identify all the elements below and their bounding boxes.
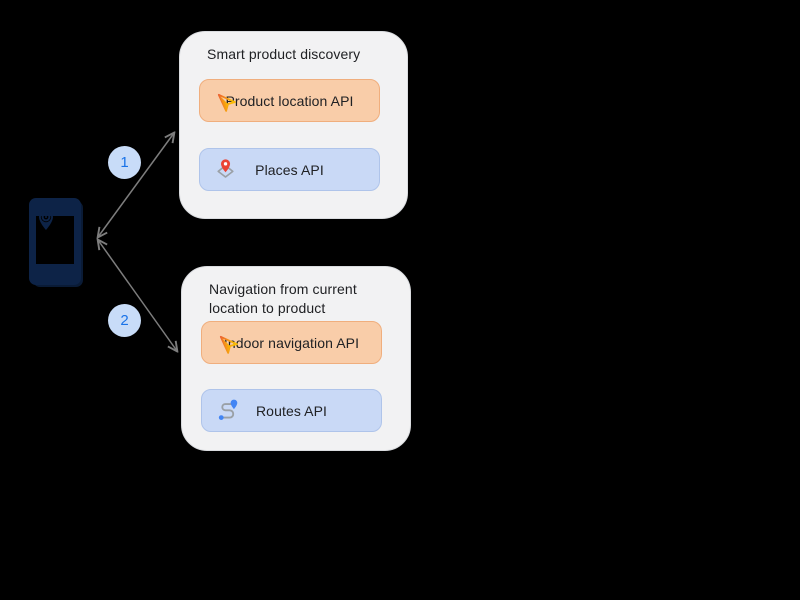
card-title: Navigation from current location to prod…	[209, 281, 357, 317]
navigation-arrow-icon	[212, 88, 238, 114]
chip-label: Routes API	[255, 402, 328, 419]
chip-product-location-api: Product location API	[199, 79, 380, 122]
chip-places-api: Places API	[199, 148, 380, 191]
arrow-to-discovery	[98, 133, 174, 237]
card-navigation-to-product: Navigation from current location to prod…	[181, 266, 411, 451]
step-badge-1: 1	[108, 146, 141, 179]
navigation-arrow-icon	[214, 330, 240, 356]
step-badge-2: 2	[108, 304, 141, 337]
card-title: Smart product discovery	[207, 46, 361, 62]
chip-label: Places API	[255, 161, 324, 178]
chip-label: Indoor navigation API	[223, 334, 360, 351]
chip-label: Product location API	[225, 92, 354, 109]
step-badge-2-label: 2	[120, 312, 129, 329]
chip-indoor-navigation-api: Indoor navigation API	[201, 321, 382, 364]
route-icon	[214, 398, 240, 424]
chip-routes-api: Routes API	[201, 389, 382, 432]
place-pin-diamond-icon	[212, 157, 238, 183]
arrow-to-navigation	[98, 240, 177, 351]
card-smart-product-discovery: Smart product discovery Produc	[179, 31, 408, 219]
step-badge-1-label: 1	[120, 154, 129, 171]
mobile-device-icon	[29, 198, 83, 287]
device-location-pin-icon	[39, 210, 53, 230]
